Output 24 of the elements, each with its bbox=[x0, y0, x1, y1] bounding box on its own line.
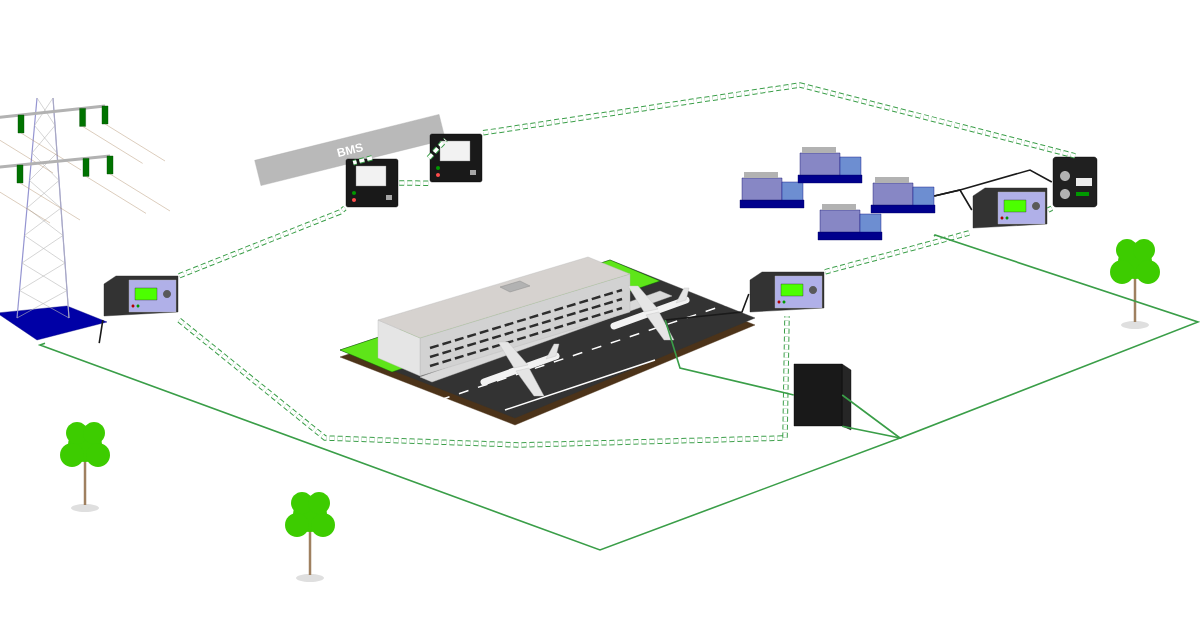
bms-bar: BMS bbox=[254, 114, 446, 186]
dashed-line bbox=[177, 316, 790, 448]
controller-drawing bbox=[429, 133, 483, 183]
dashed-line bbox=[178, 206, 347, 279]
controller-drawing bbox=[345, 158, 399, 208]
dashed-line bbox=[824, 229, 973, 275]
control-panel-drawing bbox=[1052, 156, 1098, 208]
dashed-line bbox=[1046, 205, 1054, 213]
cable-line bbox=[664, 319, 795, 396]
dashed-line bbox=[352, 155, 373, 166]
controller-drawing bbox=[103, 275, 179, 317]
transmission-tower-drawing bbox=[0, 97, 171, 341]
controller-drawing bbox=[749, 271, 825, 313]
dashed-line bbox=[399, 180, 429, 186]
cabinet bbox=[793, 363, 852, 431]
cable-line bbox=[841, 234, 1200, 439]
airport-drawing bbox=[339, 256, 756, 426]
cable-line bbox=[664, 293, 750, 321]
dashed-line bbox=[482, 82, 1076, 159]
cable-line bbox=[98, 319, 104, 344]
generator-set-drawing bbox=[739, 147, 936, 241]
controller-drawing bbox=[972, 187, 1048, 229]
cable-line bbox=[933, 169, 1053, 197]
dashed-line bbox=[426, 137, 448, 160]
